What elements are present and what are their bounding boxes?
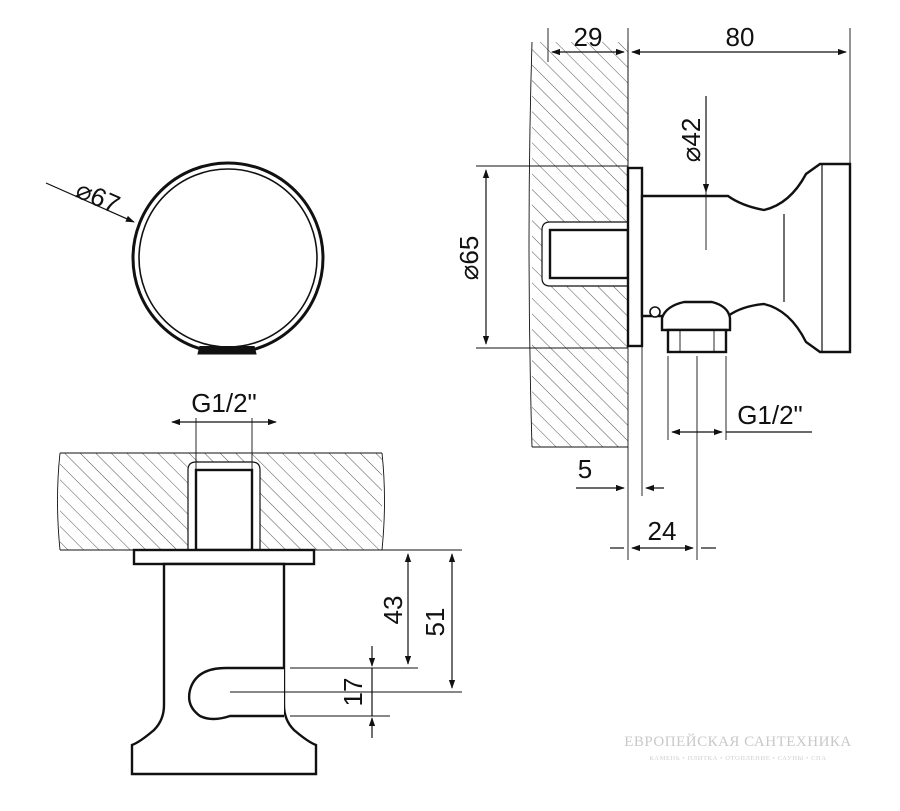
- side-view-flange: [626, 166, 644, 348]
- front-view-stem: [194, 468, 254, 552]
- side-dim-29-label: 29: [574, 22, 603, 52]
- diameter-symbol: ⌀: [454, 265, 484, 281]
- side-view-stem: [548, 228, 630, 280]
- front-view-slot: [187, 666, 284, 721]
- side-dim-outlet-label: G1/2": [737, 400, 803, 430]
- top-view-diameter-leader: [45, 182, 135, 223]
- side-dim-42-label: ⌀42: [676, 118, 706, 163]
- front-dim-51-label: 51: [420, 608, 450, 637]
- side-view-screw: [649, 306, 661, 318]
- side-dim-65-value: 65: [454, 236, 484, 265]
- diameter-symbol: ⌀: [676, 147, 706, 163]
- top-view-diameter-label: ⌀67: [72, 174, 125, 220]
- front-dim-17-label: 17: [338, 678, 368, 707]
- watermark: ЕВРОПЕЙСКАЯ САНТЕХНИКА КАМЕНЬ • ПЛИТКА •…: [624, 733, 852, 762]
- watermark-subtitle: КАМЕНЬ • ПЛИТКА • ОТОПЛЕНИЕ • САУНЫ • СП…: [649, 755, 826, 762]
- side-dim-80-label: 80: [726, 22, 755, 52]
- side-view-outlet-nut: [666, 328, 728, 354]
- side-dim-5-label: 5: [578, 454, 592, 484]
- top-view-tab: [197, 345, 257, 355]
- side-dim-24-label: 24: [648, 516, 677, 546]
- front-view-flange: [132, 548, 316, 566]
- front-dim-43-label: 43: [378, 596, 408, 625]
- front-thread-label: G1/2": [191, 388, 257, 418]
- side-dim-65-label: ⌀65: [454, 236, 484, 281]
- top-view-ring-outer: [131, 161, 325, 355]
- side-view-outlet-collar: [660, 300, 732, 332]
- top-view-ring-inner: [138, 168, 318, 348]
- top-view: ⌀67: [45, 161, 325, 355]
- side-dim-42-value: 42: [676, 118, 706, 147]
- watermark-title: ЕВРОПЕЙСКАЯ САНТЕХНИКА: [624, 733, 852, 750]
- front-view: G1/2" 43 51 17: [57, 388, 462, 776]
- side-view: 29 80 ⌀42 ⌀65 G1/2" 5 24: [454, 22, 852, 560]
